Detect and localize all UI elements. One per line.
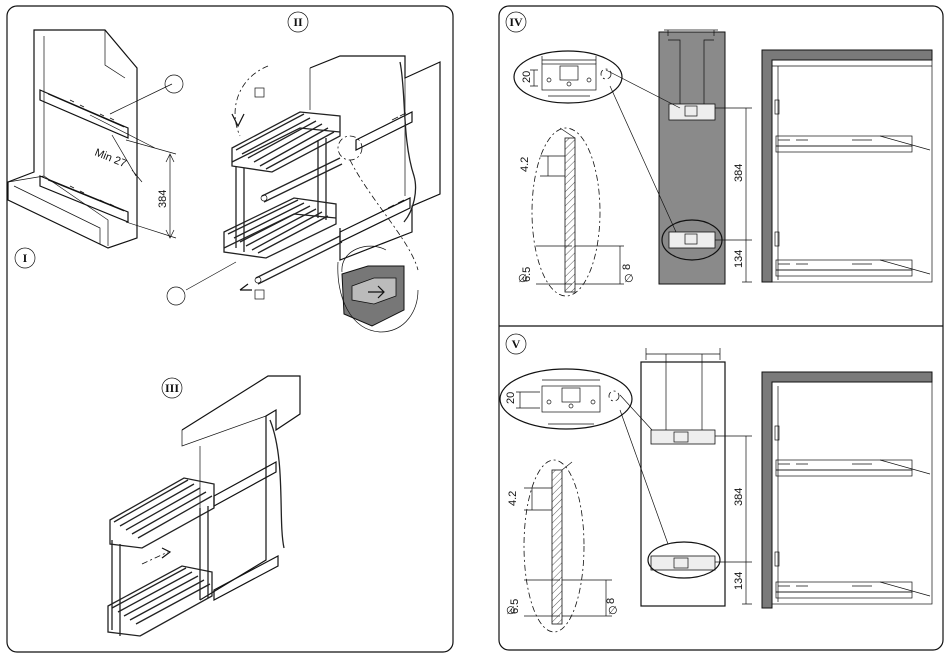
step4-dim-4-2: 4.2 bbox=[519, 157, 531, 172]
step4-dim-20: 20 bbox=[521, 71, 533, 83]
step-4-cabinet-section bbox=[762, 50, 932, 282]
left-panel-frame bbox=[7, 6, 453, 652]
step4-dim-384: 384 bbox=[733, 164, 745, 182]
step5-dim-384: 384 bbox=[733, 488, 745, 506]
step4-dim-8: 8 bbox=[621, 264, 633, 270]
step1-height-384: 384 bbox=[157, 190, 169, 208]
step5-dim-4-2: 4.2 bbox=[507, 491, 519, 506]
step-5-bracket-detail bbox=[500, 369, 632, 429]
step-1-cabinet-drawing bbox=[8, 30, 183, 248]
step-4-side-panel bbox=[606, 30, 752, 284]
step-2-basket-drawing bbox=[167, 56, 440, 332]
step-5-side-panel bbox=[620, 348, 752, 606]
step-5-hole-section bbox=[524, 460, 612, 632]
step-4-hole-section bbox=[532, 128, 624, 296]
step5-dim-134: 134 bbox=[733, 572, 745, 590]
step5-dim-8: 8 bbox=[605, 598, 617, 604]
callout-circle bbox=[165, 75, 183, 93]
step-2-label: II bbox=[293, 15, 303, 29]
step-5-cabinet-section bbox=[762, 372, 932, 608]
step-5-label: V bbox=[512, 337, 521, 351]
step-3-installed-drawing bbox=[108, 376, 300, 636]
step-1-label: I bbox=[23, 251, 28, 265]
step4-dim-134: 134 bbox=[733, 250, 745, 268]
step5-dim-20: 20 bbox=[505, 392, 517, 404]
step-3-label: III bbox=[165, 381, 179, 395]
step5-dia-symbol-b: ∅ bbox=[608, 605, 618, 617]
step4-dia-symbol-b: ∅ bbox=[624, 273, 634, 285]
step5-dia-symbol-a: ∅ bbox=[506, 605, 516, 617]
step4-dia-symbol-a: ∅ bbox=[518, 273, 528, 285]
step-4-label: IV bbox=[509, 15, 523, 29]
min-27-label: Min 27 bbox=[93, 147, 128, 170]
